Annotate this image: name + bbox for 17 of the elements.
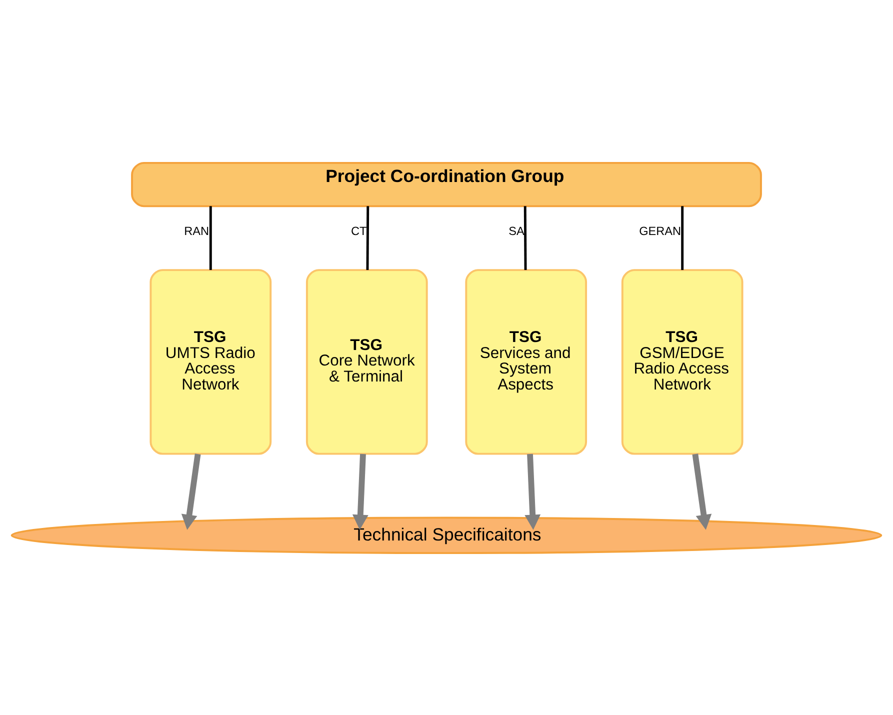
arrow [181, 453, 201, 530]
connector [524, 206, 527, 270]
edge-label: RAN [184, 224, 209, 238]
node-box: TSG Services and System Aspects [465, 268, 588, 454]
edge-label: GERAN [639, 224, 682, 238]
arrow [692, 453, 712, 530]
node-box: TSG UMTS Radio Access Network [150, 268, 272, 454]
node-box: Project Co-ordination Group [131, 161, 762, 207]
node-box: TSG Core Network & Terminal [306, 268, 428, 454]
arrow [352, 453, 368, 530]
node-box: TSG GSM/EDGE Radio Access Network [621, 268, 744, 454]
node-ellipse: Technical Specificaitons [10, 516, 882, 554]
edge-label: CT [350, 224, 367, 238]
arrow [524, 453, 541, 530]
connector [681, 206, 684, 270]
connector [209, 206, 212, 270]
connector [366, 206, 370, 270]
